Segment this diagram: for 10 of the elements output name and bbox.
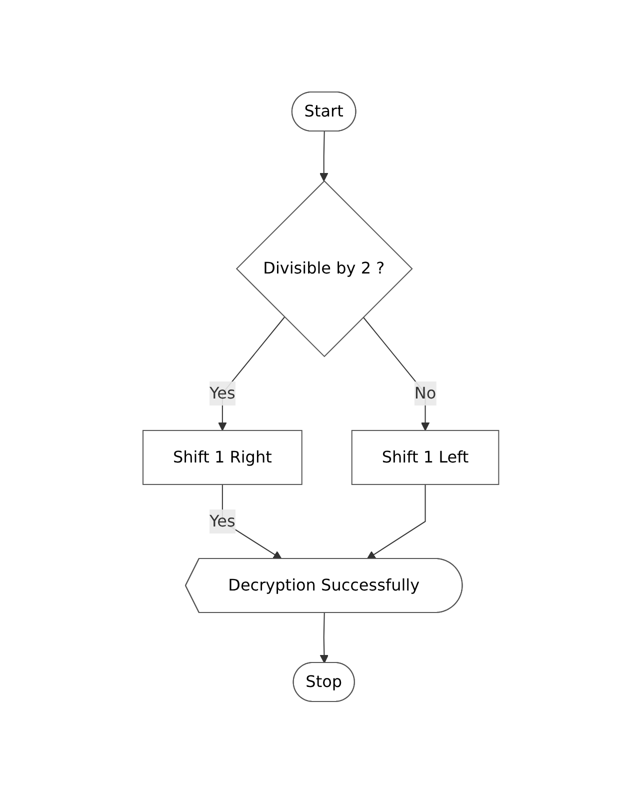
edge-label: No — [414, 384, 436, 403]
node-box: Shift 1 Right — [142, 430, 303, 486]
arrow — [320, 131, 328, 182]
node-diamond: Divisible by 2 ? — [236, 180, 413, 358]
edge-label: Yes — [210, 512, 236, 531]
arrow — [320, 612, 329, 664]
node-box: Shift 1 Left — [352, 430, 500, 486]
edge-label: Yes — [210, 384, 236, 403]
arrow — [362, 316, 430, 432]
arrow — [366, 484, 426, 560]
